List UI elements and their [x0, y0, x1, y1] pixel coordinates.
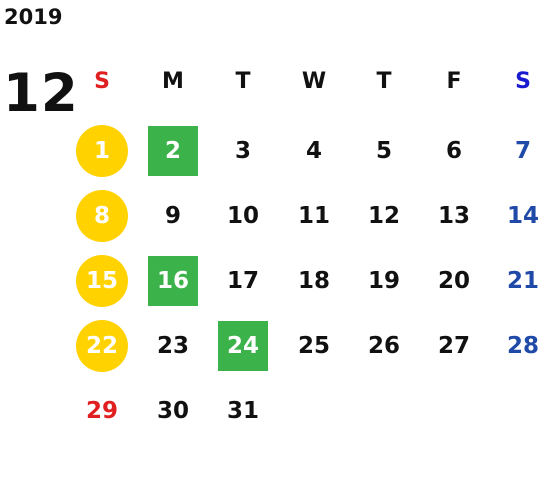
day-cell-5[interactable]: 5: [354, 126, 414, 176]
day-number: 6: [445, 138, 462, 164]
day-cell-23[interactable]: 23: [143, 321, 203, 371]
day-cell-25[interactable]: 25: [284, 321, 344, 371]
day-number: 31: [226, 398, 259, 424]
day-cell-22[interactable]: 22: [72, 320, 132, 372]
day-number: 12: [367, 203, 400, 229]
day-cell-10[interactable]: 10: [213, 191, 273, 241]
day-cell-30[interactable]: 30: [143, 386, 203, 436]
day-number-circled: 8: [76, 190, 128, 242]
day-cell-19[interactable]: 19: [354, 256, 414, 306]
day-number: 26: [367, 333, 400, 359]
day-number-circled: 22: [76, 320, 128, 372]
day-number: 27: [437, 333, 470, 359]
day-number: 13: [437, 203, 470, 229]
day-number: 9: [164, 203, 181, 229]
day-cell-15[interactable]: 15: [72, 255, 132, 307]
weekday-header-sat: S: [515, 68, 531, 94]
day-cell-26[interactable]: 26: [354, 321, 414, 371]
day-number: 3: [234, 138, 251, 164]
weekday-header-mon: M: [162, 68, 184, 94]
day-number: 19: [367, 268, 400, 294]
day-number: 5: [375, 138, 392, 164]
day-number: 10: [226, 203, 259, 229]
day-cell-1[interactable]: 1: [72, 125, 132, 177]
day-cell-11[interactable]: 11: [284, 191, 344, 241]
day-number: 11: [297, 203, 330, 229]
weekday-header-fri: F: [446, 68, 462, 94]
day-cell-9[interactable]: 9: [143, 191, 203, 241]
day-number-boxed: 24: [218, 321, 268, 371]
day-number: 28: [506, 333, 539, 359]
day-number: 18: [297, 268, 330, 294]
day-cell-24[interactable]: 24: [213, 321, 273, 371]
year-label: 2019: [4, 5, 63, 29]
day-cell-3[interactable]: 3: [213, 126, 273, 176]
day-cell-2[interactable]: 2: [143, 126, 203, 176]
day-number: 23: [156, 333, 189, 359]
weekday-header-tue: T: [235, 68, 251, 94]
day-number: 4: [305, 138, 322, 164]
day-cell-31[interactable]: 31: [213, 386, 273, 436]
day-number: 14: [506, 203, 539, 229]
day-cell-16[interactable]: 16: [143, 256, 203, 306]
day-number-circled: 1: [76, 125, 128, 177]
weekday-header-sun: S: [94, 68, 110, 94]
day-cell-13[interactable]: 13: [424, 191, 484, 241]
weekday-header-thu: T: [376, 68, 392, 94]
day-cell-7[interactable]: 7: [493, 126, 548, 176]
weekday-header-wed: W: [301, 68, 327, 94]
day-number: 29: [85, 398, 118, 424]
day-number: 17: [226, 268, 259, 294]
day-number: 20: [437, 268, 470, 294]
day-cell-27[interactable]: 27: [424, 321, 484, 371]
day-cell-29[interactable]: 29: [72, 386, 132, 436]
day-cell-21[interactable]: 21: [493, 256, 548, 306]
day-cell-18[interactable]: 18: [284, 256, 344, 306]
day-number: 7: [514, 138, 531, 164]
month-number: 12: [3, 63, 79, 124]
day-number: 25: [297, 333, 330, 359]
day-cell-12[interactable]: 12: [354, 191, 414, 241]
day-number-boxed: 16: [148, 256, 198, 306]
day-cell-28[interactable]: 28: [493, 321, 548, 371]
day-cell-6[interactable]: 6: [424, 126, 484, 176]
day-number-boxed: 2: [148, 126, 198, 176]
day-number: 21: [506, 268, 539, 294]
day-cell-14[interactable]: 14: [493, 191, 548, 241]
day-number-circled: 15: [76, 255, 128, 307]
day-number: 30: [156, 398, 189, 424]
day-cell-8[interactable]: 8: [72, 190, 132, 242]
day-cell-20[interactable]: 20: [424, 256, 484, 306]
day-cell-4[interactable]: 4: [284, 126, 344, 176]
day-cell-17[interactable]: 17: [213, 256, 273, 306]
